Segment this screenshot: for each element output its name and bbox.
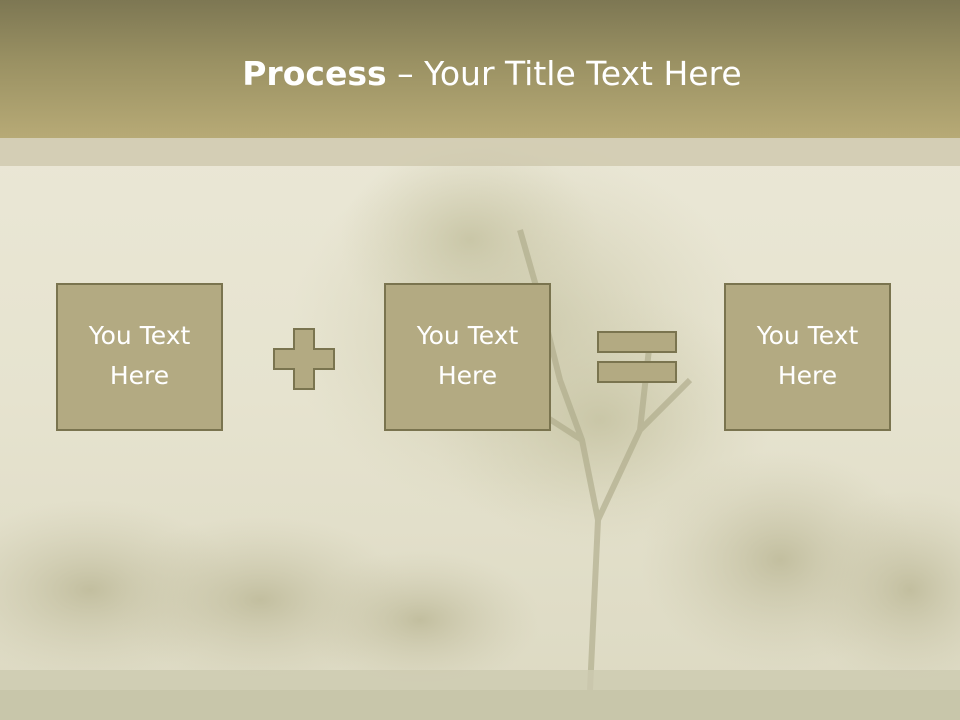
process-box-1[interactable]: You Text Here <box>56 283 223 431</box>
title-text: Your Title Text Here <box>424 54 742 93</box>
slide-title[interactable]: Process – Your Title Text Here <box>0 52 960 96</box>
title-band <box>0 0 960 138</box>
process-box-1-label: You Text Here <box>88 321 191 390</box>
process-box-3-label: You Text Here <box>756 321 859 390</box>
plus-icon <box>273 328 335 390</box>
equals-icon <box>597 331 677 383</box>
process-box-2-label: You Text Here <box>416 321 519 390</box>
title-underline-strip <box>0 138 960 166</box>
title-bold-word: Process <box>242 54 387 93</box>
process-box-3[interactable]: You Text Here <box>724 283 891 431</box>
process-box-2[interactable]: You Text Here <box>384 283 551 431</box>
title-separator: – <box>386 54 425 93</box>
